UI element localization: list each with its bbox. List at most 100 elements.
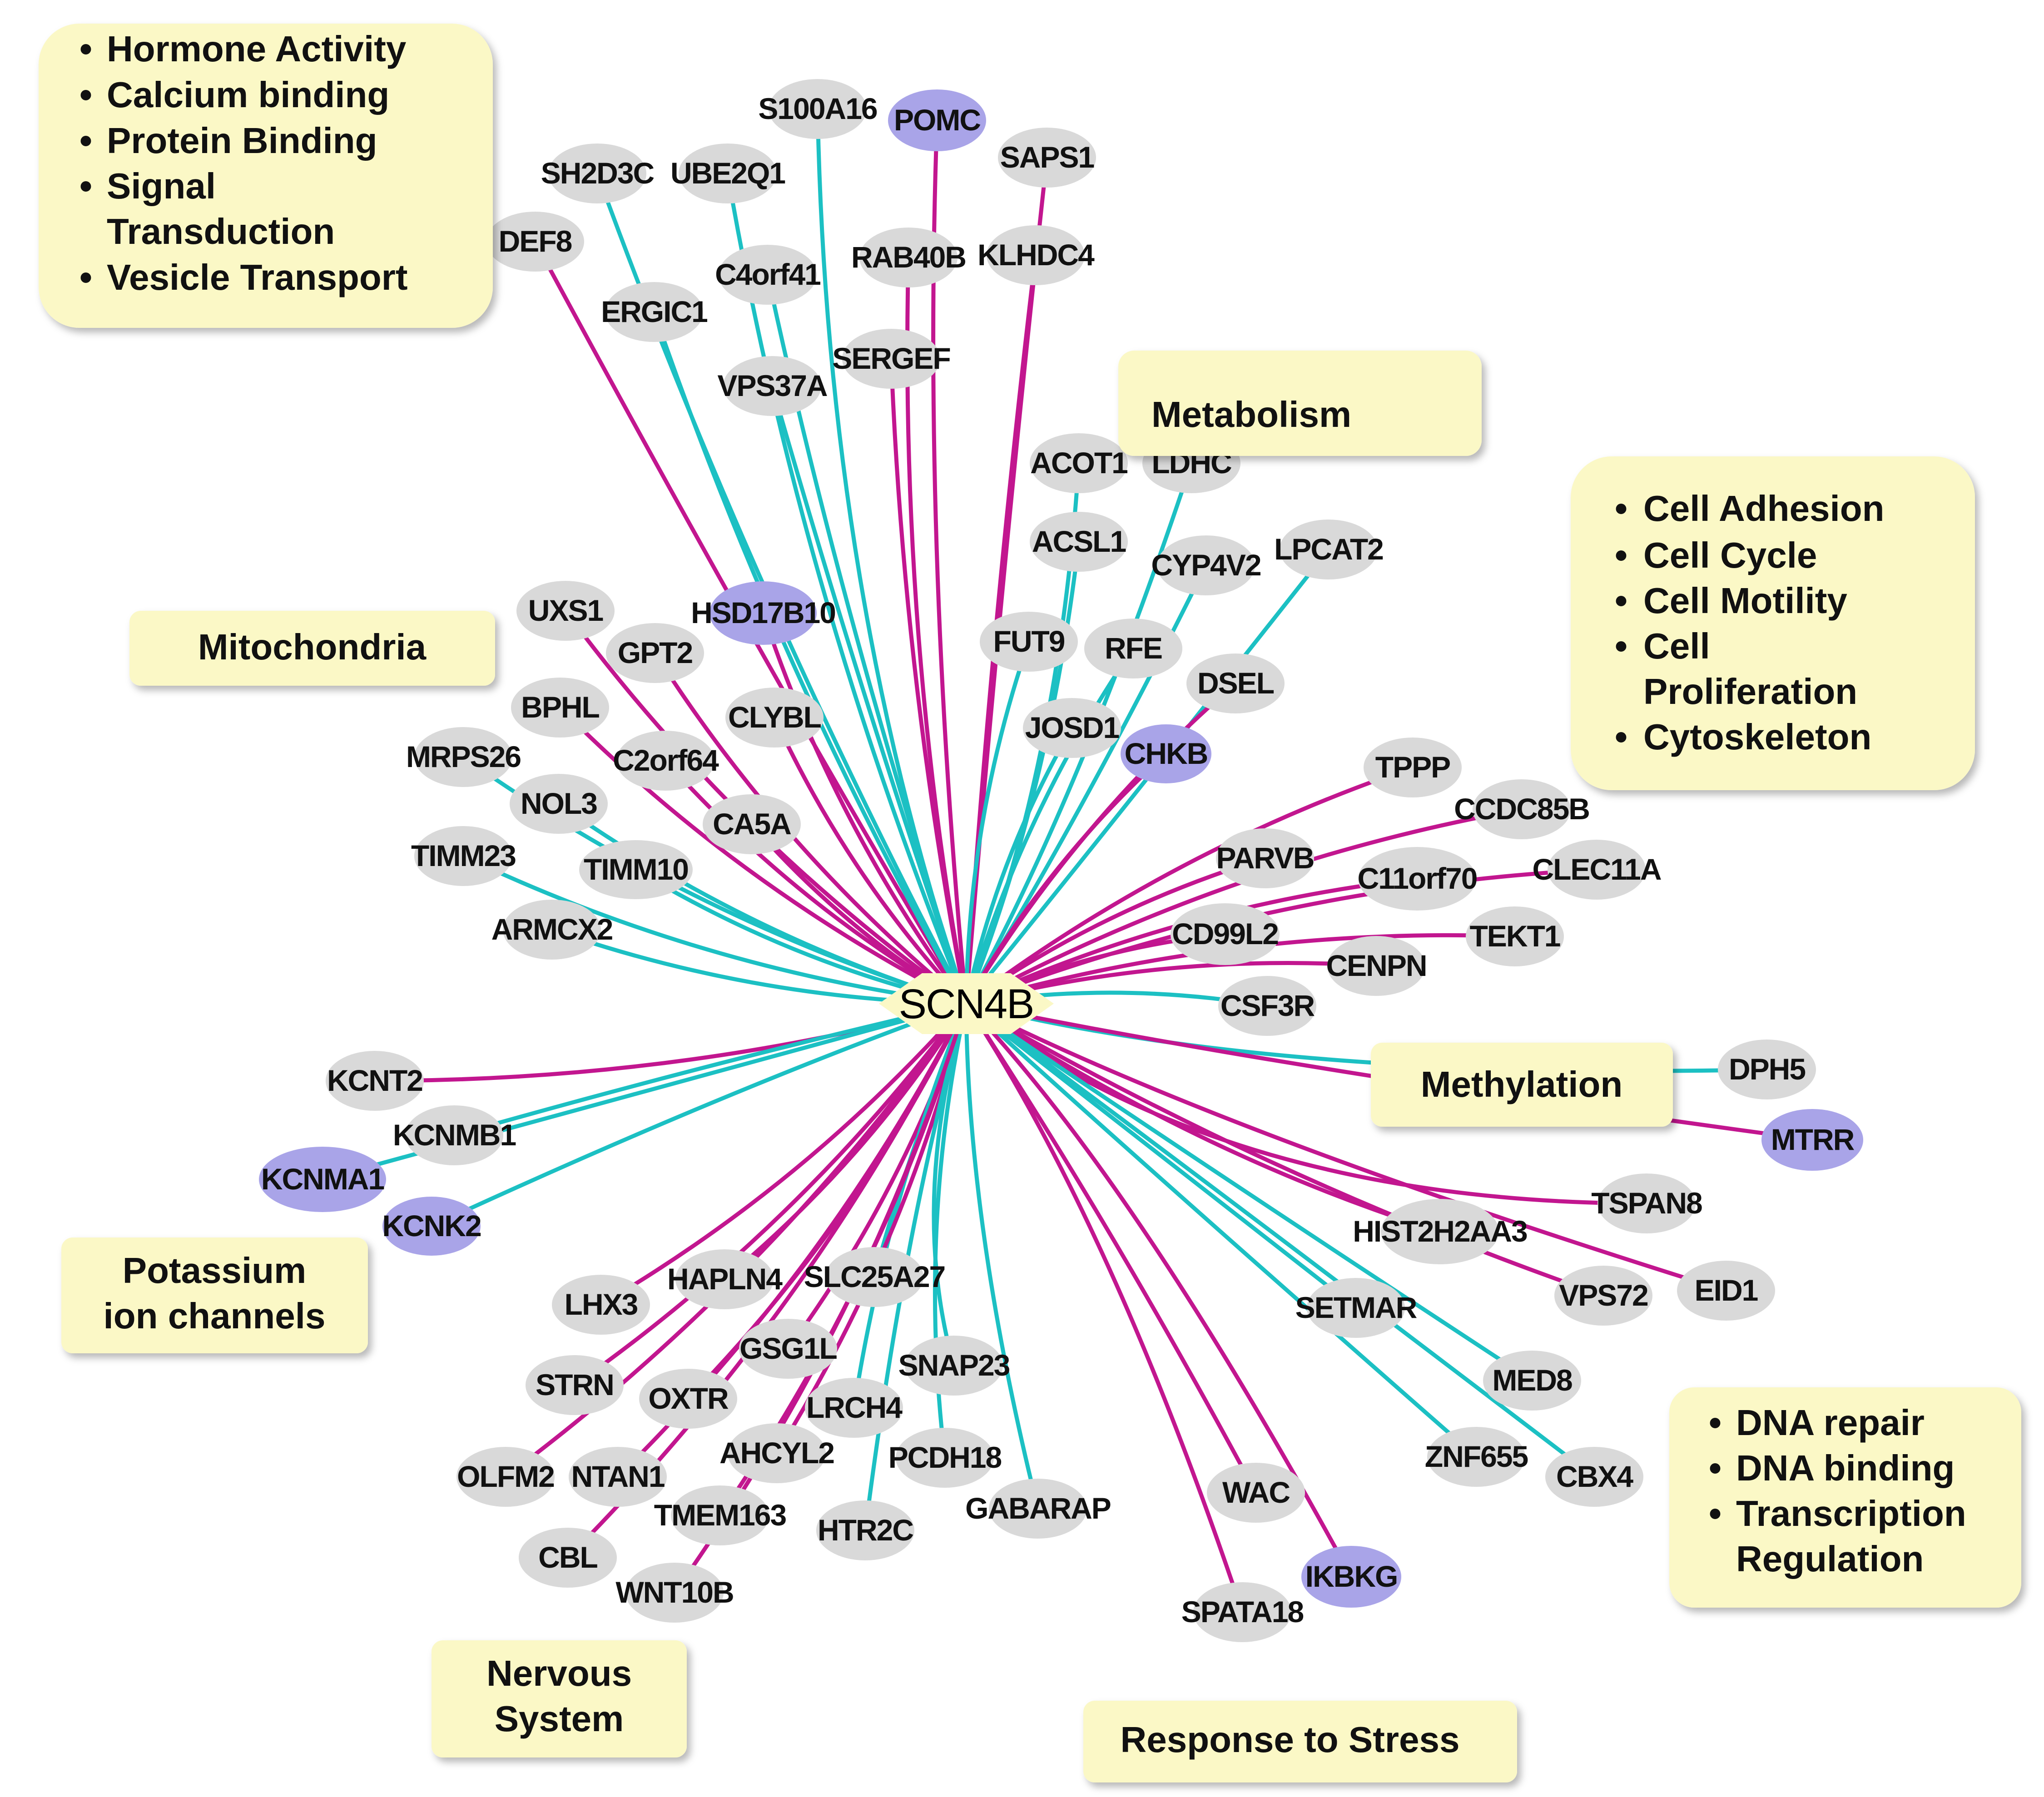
- category-box: [1118, 351, 1482, 456]
- node-ellipse: [326, 1051, 424, 1111]
- node-olfm2: OLFM2: [456, 1447, 555, 1507]
- node-label: UXS1: [528, 594, 603, 627]
- cat-item: Calcium binding: [107, 74, 389, 115]
- node-ellipse: [1327, 936, 1425, 996]
- node-ellipse: [579, 840, 693, 899]
- edge-bphl: [558, 705, 968, 1006]
- edge-acsl1: [964, 540, 1081, 1006]
- edge-vps72: [964, 1001, 1606, 1298]
- edge-lrch4: [852, 1001, 968, 1410]
- node-label: GABARAP: [965, 1491, 1111, 1525]
- node-ellipse: [456, 1447, 555, 1507]
- node-ellipse: [382, 1197, 481, 1256]
- node-ellipse: [1301, 1546, 1401, 1608]
- node-label: SNAP23: [898, 1348, 1010, 1382]
- node-label: DPH5: [1729, 1052, 1805, 1086]
- node-label: C4orf41: [715, 257, 820, 291]
- category-box: [39, 24, 493, 328]
- node-dph5: DPH5: [1718, 1040, 1816, 1099]
- node-ellipse: [896, 1428, 994, 1488]
- node-ellipse: [816, 1500, 914, 1560]
- node-gsg1l: GSG1L: [739, 1319, 838, 1379]
- category-box: [1571, 456, 1975, 790]
- node-ellipse: [1545, 1447, 1643, 1507]
- node-ellipse: [679, 144, 777, 203]
- node-znf655: ZNF655: [1425, 1427, 1528, 1487]
- node-rab40b: RAB40B: [851, 228, 967, 287]
- edge-htr2c: [863, 1001, 968, 1533]
- node-ellipse: [519, 1528, 617, 1588]
- cat-title: Response to Stress: [1121, 1719, 1460, 1760]
- node-ellipse: [675, 1249, 774, 1309]
- node-label: CHKB: [1125, 737, 1208, 770]
- category-box: [1669, 1387, 2021, 1608]
- category-box: [432, 1640, 687, 1757]
- cat-title: Methylation: [1421, 1064, 1622, 1104]
- node-ellipse: [414, 727, 512, 787]
- node-ca5a: CA5A: [703, 794, 801, 854]
- node-kcnk2: KCNK2: [382, 1197, 482, 1256]
- node-label: CYP4V2: [1151, 548, 1260, 582]
- category-methylation: Methylation: [1371, 1043, 1673, 1127]
- cat-item: Vesicle Transport: [107, 257, 408, 297]
- node-label: PARVB: [1216, 841, 1314, 875]
- node-ccdc85b: CCDC85B: [1454, 779, 1590, 839]
- node-label: POMC: [894, 103, 980, 137]
- node-ellipse: [719, 245, 817, 305]
- category-stress: Response to Stress: [1083, 1701, 1517, 1782]
- node-label: WAC: [1222, 1475, 1290, 1509]
- svg-text:•Cell Adhesion •Cell C: •Cell Adhesion •Cell Cycle •Cell Motilit…: [1615, 488, 1895, 757]
- node-label: ERGIC1: [601, 295, 707, 328]
- edge-kcnt2: [372, 1001, 968, 1083]
- node-hist2h2aa3: HIST2H2AA3: [1353, 1199, 1528, 1264]
- node-label: HIST2H2AA3: [1353, 1214, 1527, 1248]
- node-ellipse: [1364, 738, 1462, 797]
- node-label: CCDC85B: [1454, 792, 1589, 826]
- node-ellipse: [1761, 1109, 1863, 1171]
- node-label: KCNMA1: [261, 1162, 384, 1196]
- node-label: IKBKG: [1305, 1559, 1398, 1593]
- cat-title: Metabolism: [1151, 394, 1351, 435]
- edge-med8: [964, 1001, 1534, 1383]
- edge-hsd17b10: [761, 611, 968, 1006]
- node-label: EID1: [1695, 1273, 1758, 1307]
- edge-clybl: [772, 715, 968, 1006]
- node-label: AHCYL2: [719, 1436, 834, 1470]
- edge-chkb: [964, 752, 1168, 1006]
- node-label: CA5A: [713, 807, 791, 841]
- node-setmar: SETMAR: [1295, 1278, 1418, 1338]
- node-kcnmb1: KCNMB1: [393, 1105, 516, 1165]
- node-ellipse: [1548, 840, 1646, 900]
- node-ellipse: [723, 356, 821, 416]
- node-label: CD99L2: [1172, 917, 1278, 950]
- node-ellipse: [1157, 535, 1255, 595]
- node-ellipse: [769, 79, 867, 139]
- node-csf3r: CSF3R: [1218, 976, 1316, 1036]
- node-ntan1: NTAN1: [569, 1447, 667, 1507]
- node-label: C11orf70: [1358, 861, 1477, 895]
- node-label: LPCAT2: [1274, 532, 1383, 566]
- node-ellipse: [1218, 976, 1316, 1036]
- node-label: CENPN: [1326, 949, 1426, 982]
- node-ellipse: [516, 581, 615, 641]
- node-ellipse: [1030, 433, 1128, 493]
- node-label: MRPS26: [406, 740, 521, 773]
- node-label: BPHL: [521, 690, 599, 724]
- node-ellipse: [1084, 619, 1182, 678]
- edge-znf655: [964, 1001, 1478, 1459]
- node-strn: STRN: [526, 1355, 624, 1415]
- node-label: CLEC11A: [1532, 852, 1661, 886]
- node-label: KCNT2: [327, 1064, 422, 1097]
- node-ellipse: [989, 1479, 1087, 1539]
- edge-hist2h2aa3: [964, 1001, 1442, 1234]
- node-label: HAPLN4: [667, 1262, 783, 1296]
- category-mitochondria: Mitochondria: [129, 611, 495, 686]
- edge-hapln4: [722, 1001, 968, 1282]
- node-def8: DEF8: [486, 212, 584, 272]
- node-label: C2orf64: [613, 743, 719, 777]
- cat-item: Protein Binding: [107, 120, 377, 161]
